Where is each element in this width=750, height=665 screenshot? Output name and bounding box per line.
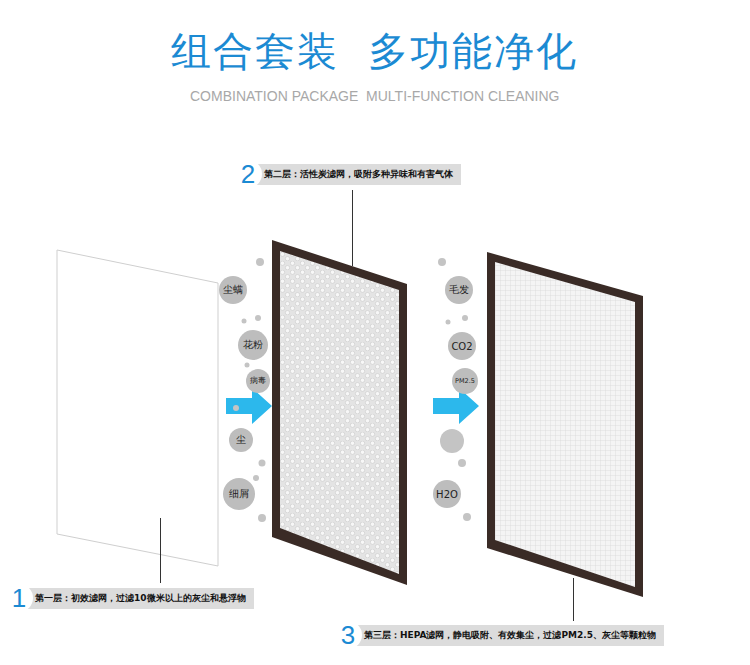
- particle-circle: 病毒: [246, 369, 270, 393]
- particle-dots: [233, 258, 471, 522]
- primary-filter: [57, 250, 218, 566]
- particle-circle: PM2.5: [452, 368, 478, 394]
- callout-band: 第三层：HEPA滤网，静电吸附、有效集尘，过滤PM2.5、灰尘等颗粒物: [356, 625, 664, 646]
- page-title: 组合套装 多功能净化: [171, 24, 578, 79]
- flow-arrow: [226, 388, 272, 424]
- particle-name: 尘: [236, 433, 246, 447]
- callout-text: 第一层：初效滤网，过滤10微米以上的灰尘和悬浮物: [35, 592, 246, 605]
- particle-name: PM2.5: [455, 377, 475, 385]
- callout-text: 第二层：活性炭滤网，吸附多种异味和有害气体: [264, 168, 453, 181]
- flow-arrow: [433, 388, 479, 424]
- leader-line: [352, 190, 353, 266]
- leader-line: [573, 578, 574, 621]
- hepa-filter-frame: [487, 252, 643, 597]
- particle-name: H2O: [436, 489, 458, 500]
- particle-circle: 尘螨: [219, 276, 247, 304]
- callout-number: 3: [334, 621, 362, 649]
- particle-name: 尘螨: [223, 283, 243, 297]
- carbon-filter-frame: [272, 240, 407, 585]
- callout-band: 第二层：活性炭滤网，吸附多种异味和有害气体: [256, 164, 461, 185]
- hepa-filter-mesh: [495, 262, 635, 587]
- particle-name: 细屑: [229, 487, 249, 501]
- particle-name: 花粉: [243, 338, 263, 352]
- carbon-filter-mesh: [280, 251, 399, 574]
- particle-circle: CO2: [448, 332, 476, 360]
- subtitle: COMBINATION PACKAGE MULTI-FUNCTION CLEAN…: [190, 88, 559, 104]
- callout-number: 2: [234, 160, 262, 188]
- callout-digit: 3: [341, 622, 355, 648]
- particle-circle: 尘: [229, 428, 253, 452]
- callout-band: 第一层：初效滤网，过滤10微米以上的灰尘和悬浮物: [27, 588, 254, 609]
- callout-text: 第三层：HEPA滤网，静电吸附、有效集尘，过滤PM2.5、灰尘等颗粒物: [364, 629, 656, 642]
- callout-digit: 1: [12, 585, 26, 611]
- particle-circle: H2O: [433, 480, 461, 508]
- particle-circle: 细屑: [223, 478, 255, 510]
- leader-line: [160, 518, 161, 583]
- particle-name: CO2: [451, 341, 472, 352]
- particle-name: 病毒: [250, 376, 266, 386]
- callout-number: 1: [5, 584, 33, 612]
- particle-name: 毛发: [449, 283, 469, 297]
- particle-circle: 花粉: [238, 330, 268, 360]
- particle-circle: 毛发: [445, 276, 473, 304]
- callout-digit: 2: [241, 161, 255, 187]
